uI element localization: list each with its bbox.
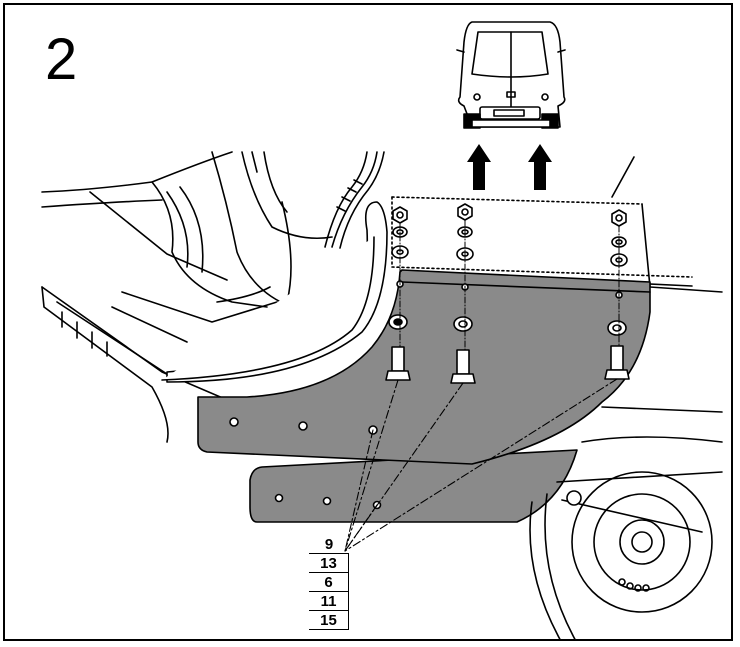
lift-arrow-icon <box>467 144 552 190</box>
alignment-lines <box>399 219 620 351</box>
leader-lines <box>344 378 618 552</box>
rear-wheel <box>529 406 723 639</box>
part-number: 9 <box>309 535 349 554</box>
lower-mud-flap <box>249 449 578 523</box>
step-number: 2 <box>45 27 78 92</box>
fastener-column-left <box>385 206 411 381</box>
vehicle-underbody <box>41 151 333 443</box>
wiring-harness <box>324 151 385 249</box>
part-number: 13 <box>309 554 349 573</box>
wheel-arch-liner <box>161 201 388 383</box>
diagram-frame: 2 9 13 6 11 15 <box>3 3 733 641</box>
part-number: 6 <box>309 573 349 592</box>
van-rear-view-icon <box>456 21 566 129</box>
part-number-stack: 9 13 6 11 15 <box>309 535 349 630</box>
part-number: 11 <box>309 592 349 611</box>
installation-illustration <box>41 21 723 639</box>
main-mud-flap <box>197 269 651 465</box>
part-number: 15 <box>309 611 349 630</box>
